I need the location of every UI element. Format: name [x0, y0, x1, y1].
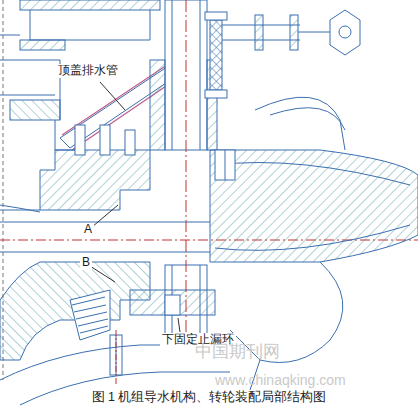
watermark: 中国期刊网 — [195, 342, 280, 362]
watermark: www.chinaqking.com — [215, 372, 346, 388]
figure-caption: 图 1 机组导水机构、转轮装配局部结构图 — [90, 390, 329, 404]
part-label: 顶盖排水管 — [56, 64, 120, 78]
part-label: B — [80, 256, 92, 270]
part-label: A — [82, 223, 94, 237]
